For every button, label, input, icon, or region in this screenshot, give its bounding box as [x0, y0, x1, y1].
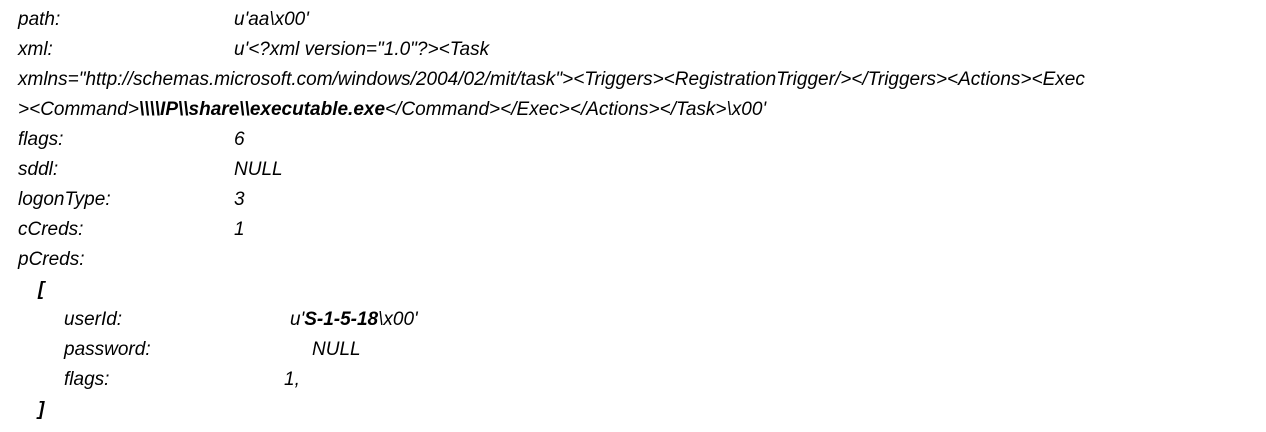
xml-command-path: \\\\IP\\share\\executable.exe [138, 99, 386, 120]
password-label: password: [64, 339, 151, 360]
flags-value: 6 [234, 129, 245, 150]
cred-flags-value: 1, [284, 369, 300, 390]
cred-flags-row: flags: 1, [64, 365, 300, 395]
password-row: password: NULL [64, 335, 361, 365]
sddl-label: sddl: [18, 159, 59, 180]
sddl-row: sddl: NULL [18, 155, 283, 185]
xml-value-line2: xmlns="http://schemas.microsoft.com/wind… [18, 69, 1085, 90]
sddl-value: NULL [234, 159, 283, 180]
userid-row: userId: u'S-1-5-18\x00' [64, 305, 418, 335]
ccreds-row: cCreds: 1 [18, 215, 245, 245]
flags-row: flags: 6 [18, 125, 245, 155]
userid-value: u'S-1-5-18\x00' [290, 305, 418, 335]
path-value: u'aa\x00' [234, 9, 309, 30]
password-value: NULL [312, 339, 361, 360]
userid-label: userId: [64, 309, 123, 330]
xml-value-line3: ><Command>\\\\IP\\share\\executable.exe<… [18, 95, 766, 125]
open-bracket: [ [38, 279, 45, 300]
logontype-value: 3 [234, 189, 245, 210]
xml-label: xml: [18, 39, 53, 60]
xml-value-line1: u'<?xml version="1.0"?><Task [234, 39, 490, 60]
pcreds-label: pCreds: [18, 249, 85, 270]
close-bracket: ] [38, 399, 45, 420]
path-row: path: u'aa\x00' [18, 5, 309, 35]
userid-suffix: \x00' [378, 309, 418, 330]
pcreds-close-bracket: ] [38, 395, 44, 425]
logontype-row: logonType: 3 [18, 185, 245, 215]
logontype-label: logonType: [18, 189, 111, 210]
xml-line3-prefix: ><Command> [18, 99, 139, 120]
flags-label: flags: [18, 129, 64, 150]
path-label: path: [18, 9, 61, 30]
cred-flags-label: flags: [64, 369, 110, 390]
userid-prefix: u' [290, 309, 305, 330]
ccreds-label: cCreds: [18, 219, 84, 240]
userid-sid: S-1-5-18 [304, 309, 379, 330]
xml-line3-suffix: </Command></Exec></Actions></Task>\x00' [385, 99, 767, 120]
pcreds-open-bracket: [ [38, 275, 44, 305]
pcreds-row: pCreds: [18, 245, 85, 275]
xml-row: xml: u'<?xml version="1.0"?><Task [18, 35, 489, 65]
ccreds-value: 1 [234, 219, 245, 240]
